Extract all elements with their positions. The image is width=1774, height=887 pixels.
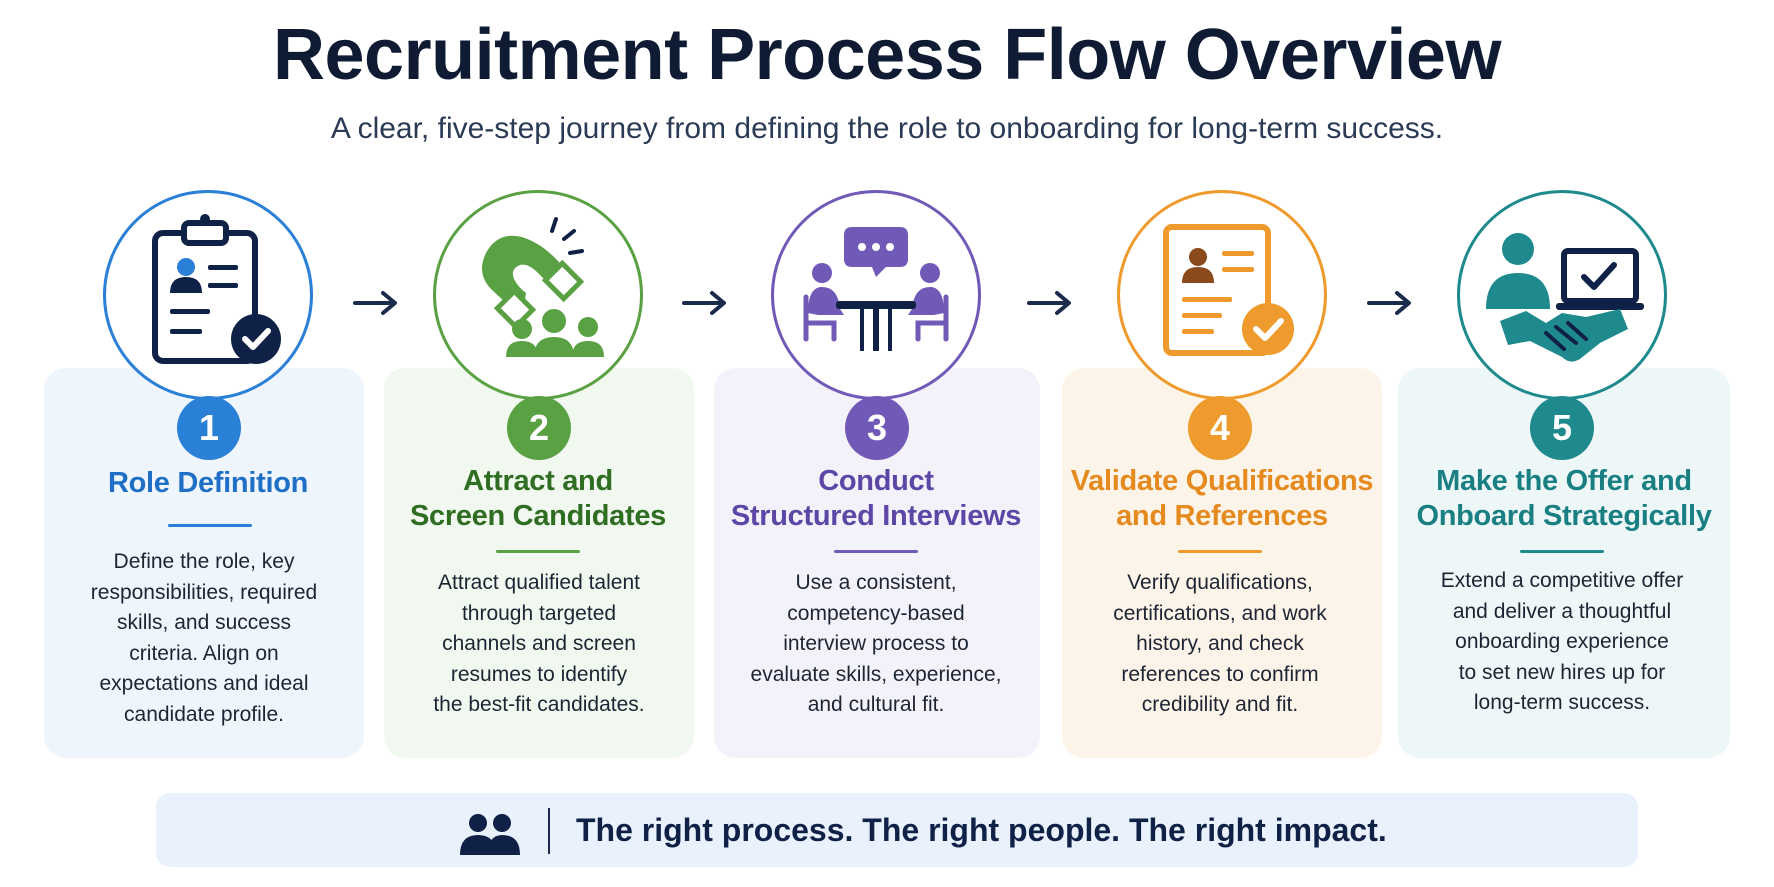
step-1-divider <box>168 524 252 527</box>
step-5-divider <box>1520 550 1604 553</box>
flow-arrow-1 <box>353 291 397 315</box>
page-title: Recruitment Process Flow Overview <box>273 15 1501 95</box>
step-1-title: Role Definition <box>107 467 309 499</box>
step-3-divider <box>834 550 918 553</box>
footer-divider <box>548 808 550 854</box>
flow-arrow-3 <box>1027 291 1071 315</box>
interview-table-icon <box>803 227 949 351</box>
step-5-badge: 5 <box>1530 396 1594 460</box>
step-2-divider <box>496 550 580 553</box>
footer-banner <box>156 793 1638 867</box>
handshake-laptop-icon <box>1486 233 1644 362</box>
footer-tagline: The right process. The right people. The… <box>576 812 1387 848</box>
people-icon <box>460 814 520 855</box>
step-5-description: Extend a competitive offer and deliver a… <box>1440 569 1684 714</box>
step-5-title: Make the Offer and Onboard Strategically <box>1416 465 1712 532</box>
step-2-icon-circle <box>433 190 643 400</box>
step-4-title: Validate Qualifications and References <box>1070 465 1374 532</box>
step-4-divider <box>1178 550 1262 553</box>
step-1-icon-circle <box>103 190 313 400</box>
flow-arrow-2 <box>682 291 726 315</box>
magnet-people-icon <box>482 217 604 357</box>
flow-arrow-4 <box>1367 291 1411 315</box>
step-4-icon-circle <box>1117 190 1327 400</box>
step-1-description: Define the role, key responsibilities, r… <box>90 550 318 726</box>
step-2-badge: 2 <box>507 396 571 460</box>
step-3-icon-circle <box>771 190 981 400</box>
clipboard-check-icon <box>152 214 281 364</box>
step-2-description: Attract qualified talent through targete… <box>433 571 645 716</box>
step-3-badge: 3 <box>845 396 909 460</box>
resume-check-icon <box>1163 224 1294 356</box>
page-subtitle: A clear, five-step journey from defining… <box>330 112 1444 145</box>
step-4-description: Verify qualifications, certifications, a… <box>1113 571 1327 716</box>
step-2-title: Attract and Screen Candidates <box>410 465 666 532</box>
step-1-badge: 1 <box>177 396 241 460</box>
step-3-title: Conduct Structured Interviews <box>730 465 1022 532</box>
step-5-icon-circle <box>1457 190 1667 400</box>
step-4-badge: 4 <box>1188 396 1252 460</box>
step-3-description: Use a consistent, competency-based inter… <box>750 571 1002 716</box>
